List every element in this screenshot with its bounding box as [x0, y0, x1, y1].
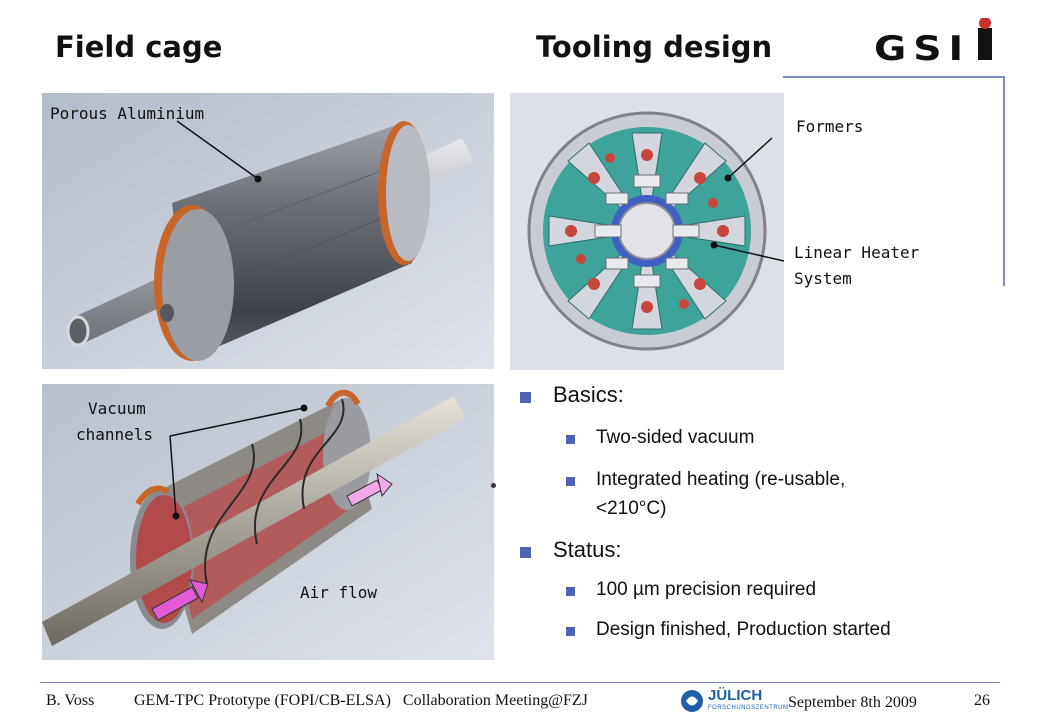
tooling-design-render — [510, 93, 784, 370]
footer-page-number: 26 — [974, 692, 990, 709]
air-flow-label: Air flow — [300, 583, 378, 602]
porous-aluminium-label: Porous Aluminium — [50, 104, 205, 123]
airflow-cutaway-render: Vacuum channels Air flow — [42, 384, 494, 660]
svg-text:GSI: GSI — [874, 29, 970, 66]
footer-event: GEM-TPC Prototype (FOPI/CB-ELSA) Collabo… — [134, 692, 588, 709]
footer-author: B. Voss — [46, 692, 95, 709]
bullet-square — [520, 392, 531, 403]
bullet-square-small — [566, 587, 575, 596]
bullet-square-small — [566, 435, 575, 444]
julich-logo: JÜLICH FORSCHUNGSZENTRUM — [680, 686, 788, 716]
footer-divider — [40, 682, 1000, 683]
slide-title-left: Field cage — [55, 30, 223, 64]
frame-right-line — [1003, 76, 1005, 286]
julich-logo-text: JÜLICH — [708, 687, 763, 704]
bullet-status: Status: — [553, 537, 622, 562]
bullet-two-sided-vacuum: Two-sided vacuum — [596, 427, 755, 448]
bullet-design-finished: Design finished, Production started — [596, 619, 891, 640]
bullet-square-small — [566, 627, 575, 636]
footer-date: September 8th 2009 — [788, 694, 917, 711]
formers-label: Formers — [796, 117, 864, 136]
vacuum-label-line1: Vacuum — [88, 399, 146, 418]
bullet-integrated-heating: Integrated heating (re-usable, — [596, 469, 846, 490]
bullet-basics: Basics: — [553, 382, 624, 407]
bullet-square-small — [566, 477, 575, 486]
bullet-integrated-heating-cont: <210°C) — [596, 498, 667, 519]
stray-dot — [491, 483, 496, 488]
bullet-list: Basics: Two-sided vacuum Integrated heat… — [520, 378, 1000, 658]
linear-heater-label-line1: Linear Heater — [794, 243, 920, 262]
julich-logo-subtext: FORSCHUNGSZENTRUM — [708, 705, 789, 711]
frame-top-line — [783, 76, 1005, 78]
vacuum-label-line2: channels — [76, 425, 154, 444]
slide-title-right: Tooling design — [536, 30, 773, 64]
bullet-precision: 100 µm precision required — [596, 579, 817, 600]
bullet-square — [520, 547, 531, 558]
porous-aluminium-render: Porous Aluminium — [42, 93, 494, 369]
linear-heater-label-line2: System — [794, 269, 852, 288]
gsi-logo: GSI — [872, 17, 1004, 69]
